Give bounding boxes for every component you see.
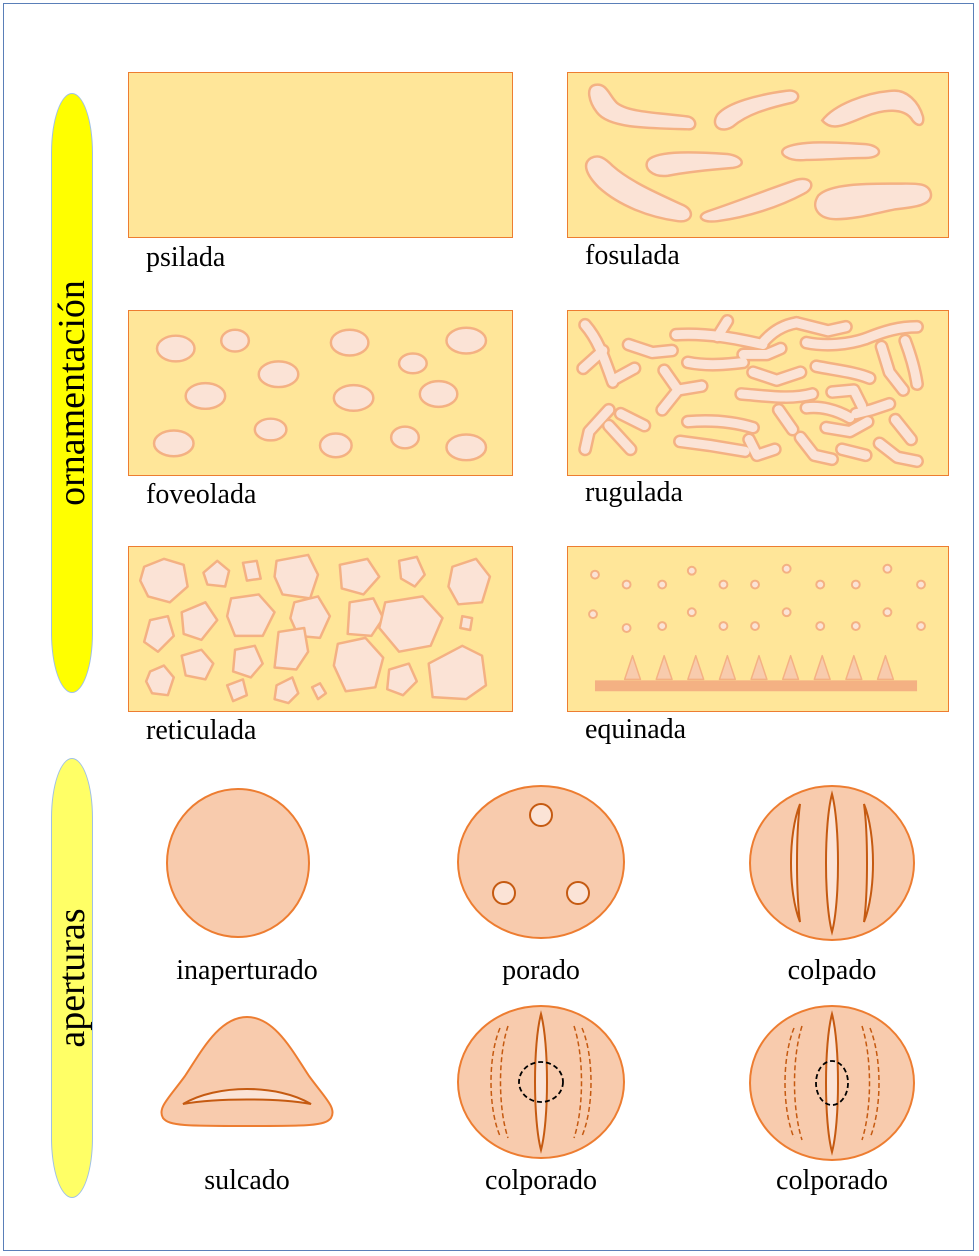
reticulada-panel — [128, 546, 513, 712]
colpado-grain — [748, 784, 916, 942]
psilada-label: psilada — [146, 244, 225, 272]
rugulada-label: rugulada — [585, 479, 683, 507]
colpus-icon — [826, 794, 838, 932]
reticulada-label: reticulada — [146, 717, 256, 745]
porado-grain — [456, 784, 626, 940]
rugulada-panel — [567, 310, 949, 476]
colpado-label: colpado — [788, 957, 877, 985]
colporado-grain — [456, 1004, 626, 1160]
equinada-panel — [567, 546, 949, 712]
colporado-label-2: colporado — [776, 1167, 888, 1195]
foveolada-panel — [128, 310, 513, 476]
inaperturado-grain — [165, 787, 311, 939]
foveolada-surface — [129, 311, 512, 475]
colporado-label-1: colporado — [485, 1167, 597, 1195]
pore-icon — [530, 804, 552, 826]
sulcado-grain — [157, 1012, 337, 1128]
fosulada-label: fosulada — [585, 242, 680, 270]
apertures-section-label: aperturas — [53, 908, 91, 1047]
fosulada-panel — [567, 72, 949, 238]
ornamentation-section-tab: ornamentación — [51, 93, 93, 693]
colporado-grain-2 — [748, 1004, 916, 1162]
porado-label: porado — [502, 957, 580, 985]
psilada-panel — [128, 72, 513, 238]
foveolada-label: foveolada — [146, 481, 256, 509]
rugulada-surface — [568, 311, 948, 475]
equinada-surface — [568, 547, 948, 711]
apertures-section-tab: aperturas — [51, 758, 93, 1198]
pore-icon — [493, 882, 515, 904]
sulcado-label: sulcado — [204, 1167, 290, 1195]
psilada-surface — [129, 73, 512, 237]
equinada-label: equinada — [585, 716, 686, 744]
inaperturado-label: inaperturado — [176, 957, 318, 985]
colpus-icon — [535, 1014, 547, 1150]
pore-icon — [567, 882, 589, 904]
ornamentation-section-label: ornamentación — [53, 280, 91, 506]
fosulada-surface — [568, 73, 948, 237]
colpus-icon — [826, 1014, 838, 1152]
reticulada-surface — [129, 547, 512, 711]
